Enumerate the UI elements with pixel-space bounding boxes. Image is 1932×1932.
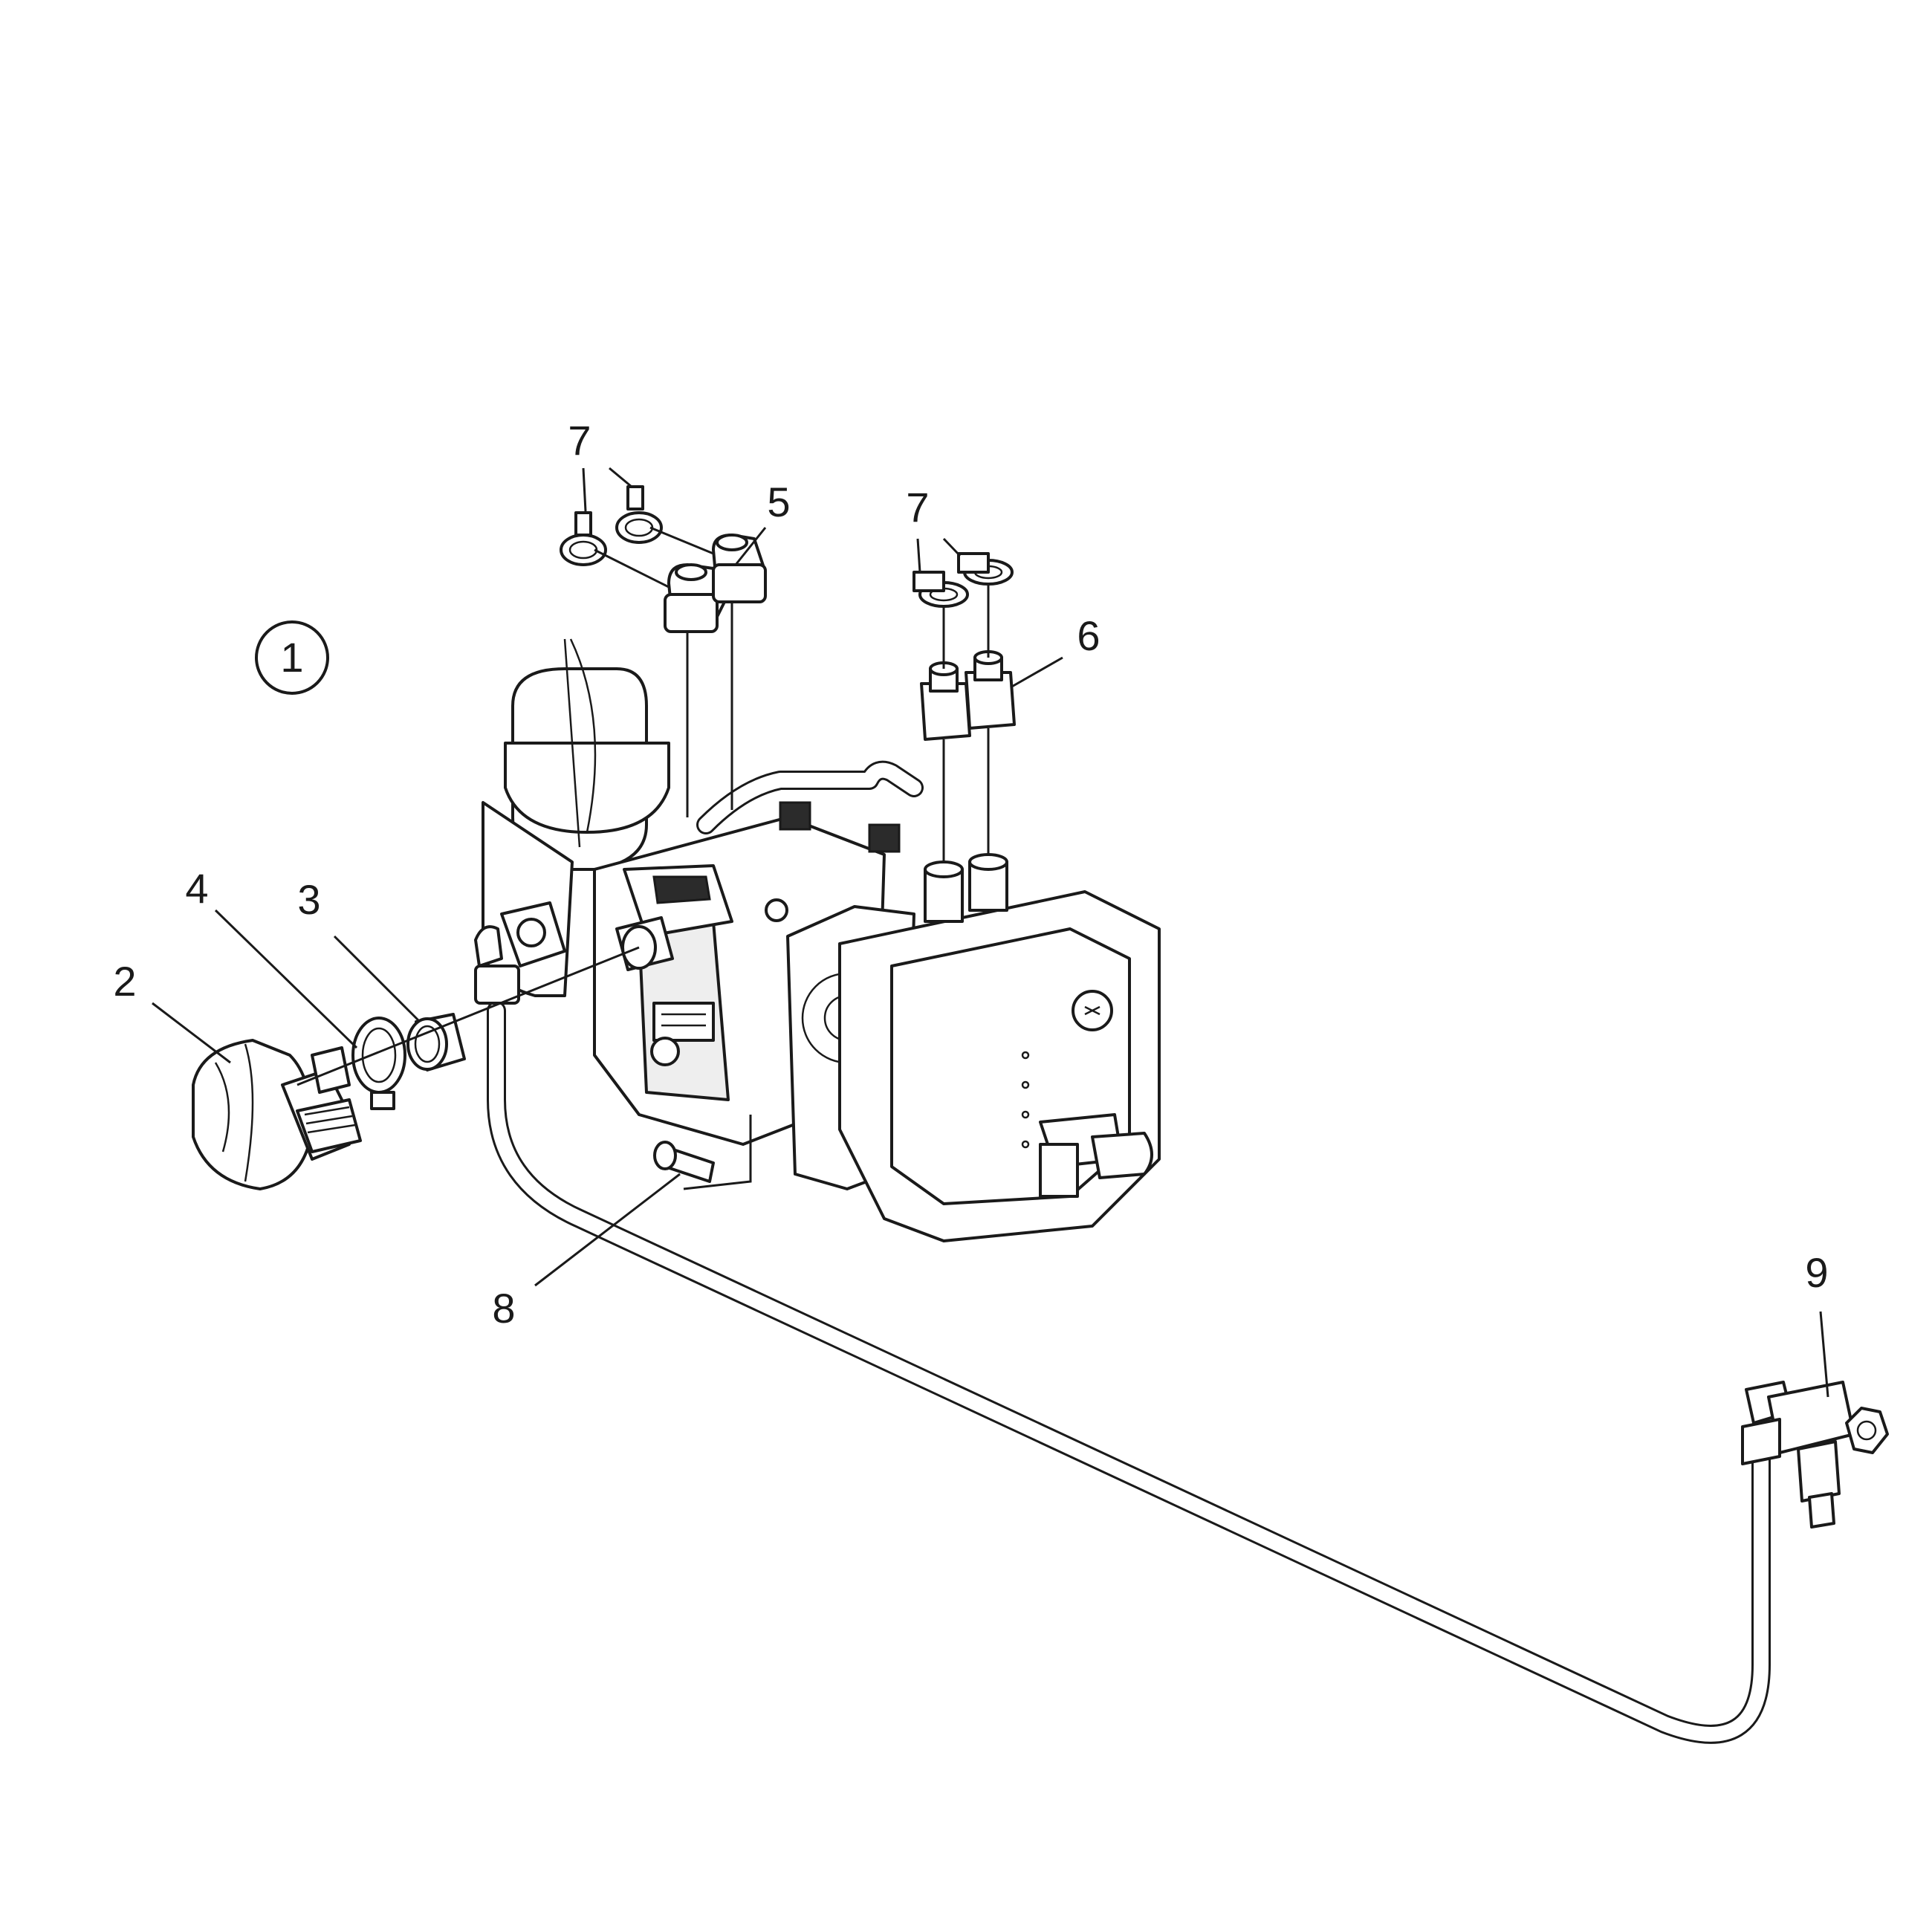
callout-9: 9 bbox=[1805, 1249, 1828, 1296]
callout-6: 6 bbox=[1077, 612, 1100, 659]
elbow-fittings-part-5 bbox=[664, 534, 767, 633]
inlet-explode-line bbox=[296, 946, 640, 1086]
callout-7-left: 7 bbox=[568, 417, 591, 464]
sleeve-part-3 bbox=[406, 1013, 466, 1072]
leader-6 bbox=[1010, 656, 1063, 689]
callout-8: 8 bbox=[492, 1285, 515, 1332]
leader-5 bbox=[734, 527, 767, 565]
leader-lines bbox=[152, 467, 1829, 1398]
callout-2: 2 bbox=[113, 958, 136, 1005]
fitting-explode-lines bbox=[942, 728, 990, 862]
elbow-explode-lines bbox=[686, 602, 733, 817]
upper-hose bbox=[696, 760, 924, 853]
assembly-badge: 1 bbox=[255, 620, 329, 695]
drain-hose bbox=[487, 1001, 1771, 1744]
bolt-part-8 bbox=[653, 1141, 715, 1183]
straight-fittings-part-6 bbox=[920, 650, 1016, 741]
leader-2 bbox=[152, 1002, 231, 1064]
leader-3 bbox=[333, 935, 421, 1023]
drain-hose-collar bbox=[474, 925, 520, 1005]
leader-4 bbox=[214, 909, 358, 1049]
control-module bbox=[623, 864, 733, 938]
leader-7-left-b bbox=[609, 467, 632, 488]
assembly-badge-number: 1 bbox=[280, 634, 303, 681]
callout-labels: 2 3 4 5 6 7 7 8 9 bbox=[113, 417, 1828, 1332]
callout-4: 4 bbox=[185, 865, 208, 912]
clamps-part-7-right bbox=[912, 552, 1014, 608]
callout-3: 3 bbox=[297, 876, 320, 923]
hose-clamp-part-4 bbox=[351, 1017, 406, 1110]
clamps-part-7-left bbox=[560, 485, 663, 566]
leader-7-left-a bbox=[582, 467, 587, 512]
callout-7-right: 7 bbox=[906, 484, 929, 531]
outlet-ports bbox=[924, 853, 1008, 923]
pump-assembly bbox=[474, 638, 1161, 1242]
leader-7-right-a bbox=[916, 538, 921, 573]
front-cover bbox=[838, 890, 1161, 1242]
clamp-explode-lines-left bbox=[594, 526, 714, 589]
callout-5: 5 bbox=[767, 479, 790, 525]
bolt-explode-line bbox=[683, 1115, 752, 1190]
leader-7-right-b bbox=[942, 537, 962, 557]
clamp-explode-lines-right bbox=[942, 583, 990, 669]
leader-8 bbox=[534, 1173, 681, 1287]
strainer-part-2 bbox=[192, 1039, 362, 1190]
leader-9 bbox=[1819, 1311, 1829, 1398]
drain-valve-part-9 bbox=[1741, 1381, 1889, 1529]
